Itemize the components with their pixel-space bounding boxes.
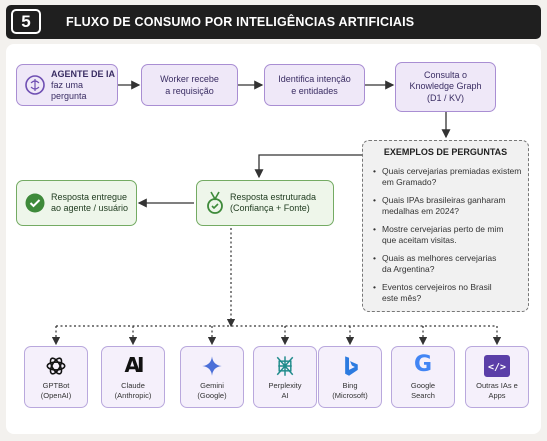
delivered-line1: Resposta entregue [51, 191, 128, 202]
agent-card-claude: AI Claude(Anthropic) [101, 346, 165, 408]
agent-vendor: AI [281, 390, 289, 400]
agent-name: Bing [342, 381, 358, 390]
worker-line1: Worker recebe [160, 74, 219, 84]
agent-card-gptbot: GPTBot(OpenAI) [24, 346, 88, 408]
graph-line1: Consulta o [423, 69, 468, 80]
agent-vendor: (OpenAI) [40, 390, 72, 400]
brain-icon [25, 75, 45, 95]
medal-icon [207, 191, 223, 214]
graph-line3: (D1 / KV) [426, 92, 464, 103]
example-item: Quais IPAs brasileiras ganharammedalhas … [373, 195, 523, 217]
arrow-examples-to-response [254, 154, 362, 179]
graph-line2: Knowledge Graph [409, 81, 482, 92]
header-bar: 5 FLUXO DE CONSUMO POR INTELIGÊNCIAS ART… [6, 5, 541, 39]
agent-name: Perplexity [268, 381, 302, 390]
anthropic-icon: AI [124, 353, 145, 377]
agent-vendor: (Anthropic) [114, 390, 152, 400]
examples-title: EXEMPLOS DE PERGUNTAS [383, 147, 508, 157]
gemini-icon [202, 356, 222, 376]
node-response-delivered: Resposta entregue ao agente / usuário [16, 180, 137, 226]
agent-vendor: (Microsoft) [332, 390, 368, 400]
agent-vendor: (Google) [197, 390, 227, 400]
delivered-line2: ao agente / usuário [51, 203, 129, 213]
worker-line2: a requisição [165, 86, 214, 96]
agent-vendor: Apps [488, 390, 506, 400]
check-circle-icon [25, 193, 45, 213]
examples-box: EXEMPLOS DE PERGUNTAS Quais cervejarias … [362, 140, 529, 312]
bing-icon [345, 356, 358, 376]
openai-icon [46, 357, 66, 375]
agent-name: Outras IAs e [476, 381, 518, 390]
code-icon: </> [466, 355, 528, 377]
intent-line2: e entidades [291, 86, 338, 96]
agent-card-gemini: Gemini(Google) [180, 346, 244, 408]
agent-name: GPTBot [42, 381, 70, 390]
agent-vendor: Search [411, 390, 435, 400]
node-knowledge-graph: Consulta o Knowledge Graph (D1 / KV) [395, 62, 496, 112]
intent-line1: Identifica intenção [278, 74, 351, 84]
section-number: 5 [11, 9, 41, 34]
node-ai-agent: AGENTE DE IA faz uma pergunta [16, 64, 118, 106]
perplexity-icon [276, 356, 294, 376]
google-icon: G [413, 352, 433, 377]
agent-name: Gemini [200, 381, 224, 390]
agent-card-bing: Bing(Microsoft) [318, 346, 382, 408]
node-worker: Worker recebe a requisição [141, 64, 238, 106]
agent-name: Claude [121, 381, 145, 390]
agent-title: AGENTE DE IA [51, 68, 116, 79]
page-title: FLUXO DE CONSUMO POR INTELIGÊNCIAS ARTIF… [66, 15, 415, 29]
agent-subtitle: faz uma pergunta [51, 79, 87, 101]
node-structured-response: Resposta estruturada (Confiança + Fonte) [196, 180, 334, 226]
response-line1: Resposta estruturada [230, 191, 317, 202]
agent-name: Google [410, 381, 436, 390]
response-line2: (Confiança + Fonte) [230, 203, 310, 213]
node-intent: Identifica intenção e entidades [264, 64, 365, 106]
